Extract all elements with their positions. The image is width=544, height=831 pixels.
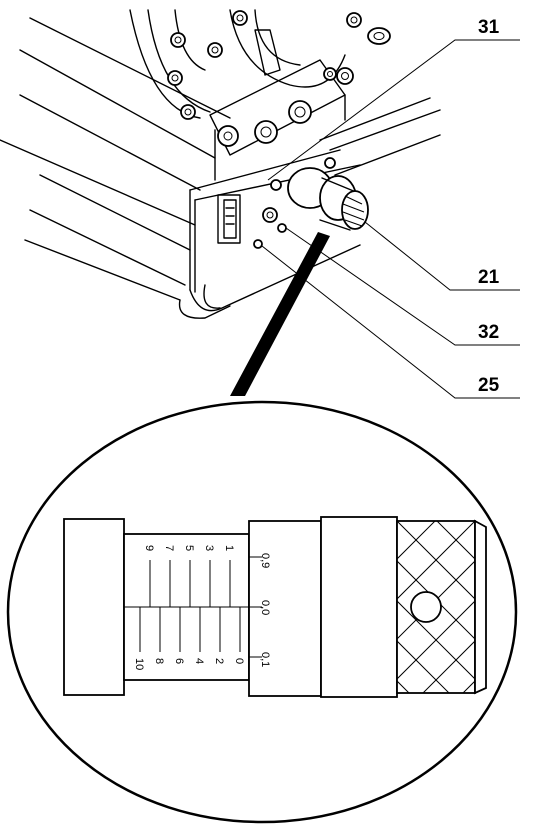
thimble-label-0-1: 0,1 <box>259 652 271 667</box>
callout-32: 32 <box>285 227 520 346</box>
sleeve-label-5: 5 <box>183 545 195 551</box>
sleeve-label-4: 4 <box>193 658 205 664</box>
thimble-ticks <box>249 556 262 658</box>
control-panel <box>217 157 369 249</box>
thimble-label-0-9: 0,9 <box>259 553 271 568</box>
callout-label-25: 25 <box>478 375 500 396</box>
thimble-label-0-0: 0,0 <box>259 600 271 615</box>
sleeve-label-8: 8 <box>153 658 165 664</box>
callout-21: 21 <box>364 221 520 291</box>
sleeve-ticks-bottom <box>139 607 241 652</box>
knurl-pattern <box>397 521 475 693</box>
callout-label-31: 31 <box>478 17 500 38</box>
callout-label-21: 21 <box>478 267 500 288</box>
machine-body <box>0 9 441 319</box>
sleeve-labels-top: 9 7 5 3 1 <box>143 545 235 551</box>
zoom-pointer <box>230 232 330 396</box>
sleeve-label-2: 2 <box>213 658 225 664</box>
knurl-hole <box>410 591 442 623</box>
sleeve-label-0: 0 <box>233 658 245 664</box>
callout-label-32: 32 <box>478 322 499 343</box>
callout-25: 25 <box>261 245 520 399</box>
sleeve-label-10: 10 <box>133 658 145 670</box>
sleeve-label-9: 9 <box>143 545 155 551</box>
thimble-labels: 0,9 0,0 0,1 <box>259 553 271 667</box>
sleeve-ticks-top <box>149 560 231 607</box>
sleeve-label-3: 3 <box>203 545 215 551</box>
micrometer-detail: 9 7 5 3 1 10 8 6 4 2 0 0,9 0,0 0,1 <box>63 516 487 698</box>
sleeve-label-1: 1 <box>223 545 235 551</box>
sleeve-label-6: 6 <box>173 658 185 664</box>
sleeve-label-7: 7 <box>163 545 175 551</box>
bolt-heads <box>167 10 391 147</box>
callout-31: 31 <box>267 17 520 181</box>
sleeve-labels-bottom: 10 8 6 4 2 0 <box>133 658 245 670</box>
